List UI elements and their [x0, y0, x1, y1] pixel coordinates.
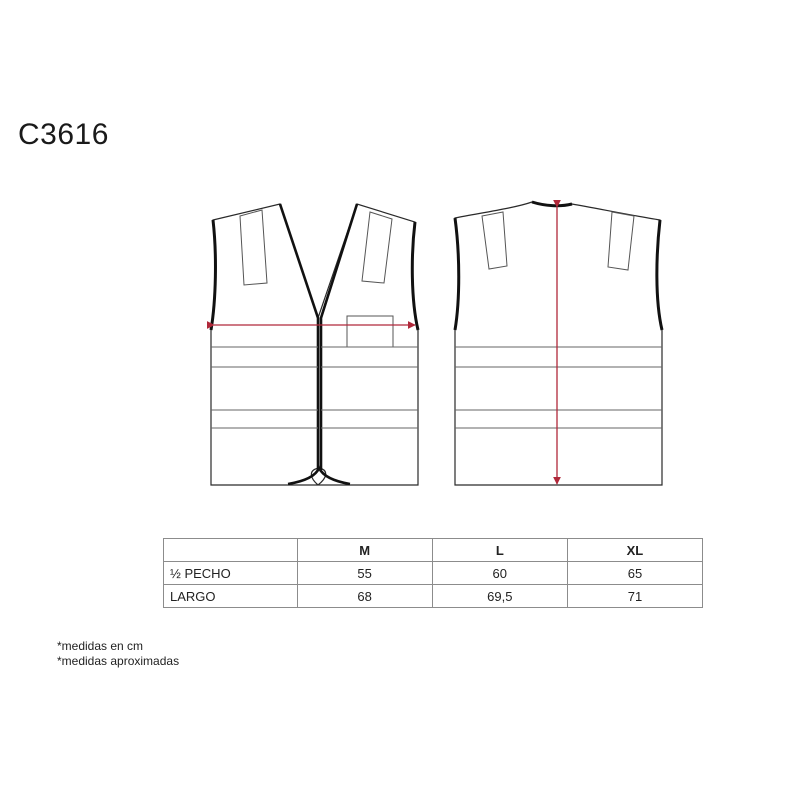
back-left-armhole: [453, 217, 461, 331]
front-right-shoulder-tape: [361, 211, 393, 284]
front-chest-pocket: [346, 315, 394, 348]
length-xl: 71: [566, 584, 704, 608]
vest-front-view: [206, 203, 420, 486]
size-header-xl: XL: [566, 538, 704, 562]
front-right-armhole: [410, 221, 420, 331]
front-right-neck-binding: [319, 203, 359, 470]
back-right-shoulder-tape: [607, 211, 635, 271]
half-chest-l: 60: [431, 561, 568, 585]
size-table-header-row: M L XL: [163, 538, 704, 562]
note-approximate: *medidas aproximadas: [57, 654, 180, 668]
half-chest-m: 55: [296, 561, 433, 585]
size-header-m: M: [296, 538, 433, 562]
back-neck-binding: [531, 200, 573, 208]
table-row: LARGO 68 69,5 71: [163, 584, 704, 608]
front-reflective-bands: [211, 346, 418, 429]
length-m: 68: [296, 584, 433, 608]
front-left-neck-binding: [278, 203, 320, 470]
length-l: 69,5: [431, 584, 568, 608]
vest-back-view: [453, 199, 664, 486]
size-table: M L XL ½ PECHO 55 60 65 LARGO 68 69,5 71: [163, 538, 704, 608]
front-left-armhole: [209, 219, 217, 331]
front-hem-binding: [287, 464, 351, 486]
table-row: ½ PECHO 55 60 65: [163, 561, 704, 585]
row-label-half-chest: ½ PECHO: [163, 561, 298, 585]
row-label-length: LARGO: [163, 584, 298, 608]
back-left-shoulder-tape: [481, 211, 508, 270]
measurement-notes: *medidas en cm *medidas aproximadas: [57, 639, 179, 669]
size-header-l: L: [431, 538, 568, 562]
note-units: *medidas en cm: [57, 639, 144, 653]
product-code: C3616: [18, 118, 109, 151]
front-left-shoulder-tape: [239, 209, 268, 286]
half-chest-xl: 65: [566, 561, 704, 585]
back-right-armhole: [655, 219, 664, 331]
size-table-corner-cell: [163, 538, 298, 562]
